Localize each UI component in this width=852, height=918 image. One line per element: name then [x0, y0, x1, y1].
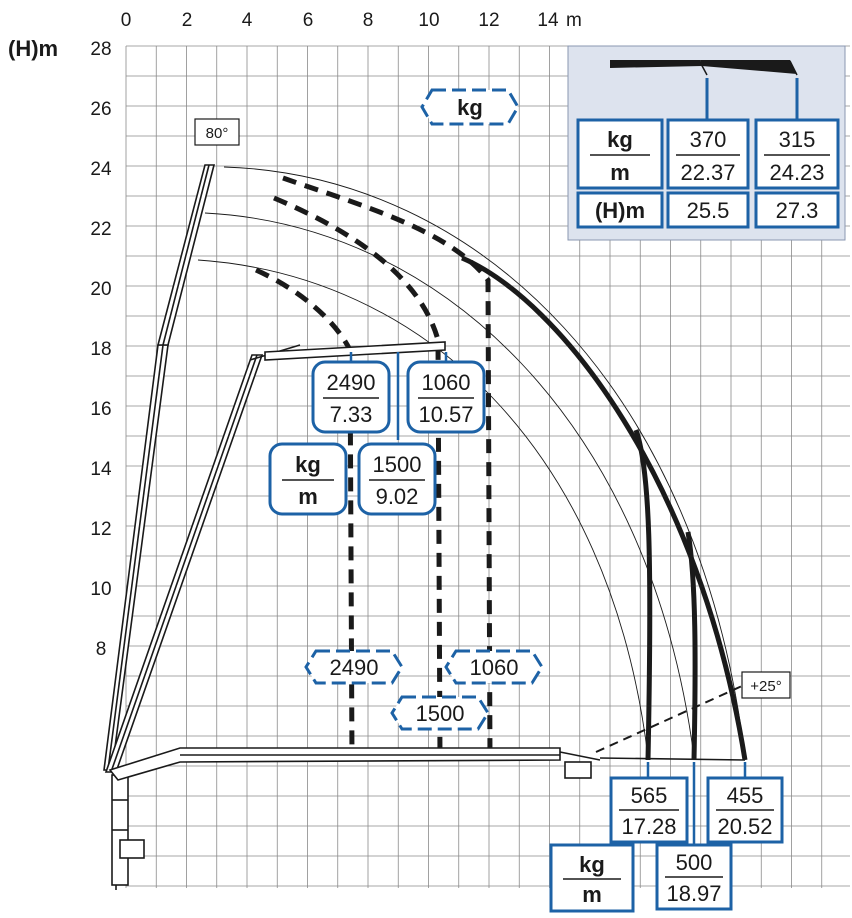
y-tick-18: 18	[90, 339, 111, 360]
vertical-1060-text: 1060	[470, 655, 519, 680]
vertical-label-1060: 1060	[444, 649, 544, 685]
y-tick-16: 16	[90, 399, 111, 420]
x-tick-2: 2	[182, 10, 193, 31]
x-axis-unit: m	[566, 10, 582, 31]
load-callout-2490: 2490 7.33	[311, 360, 391, 434]
inset-col2-m: 24.23	[769, 160, 824, 185]
curve-500	[685, 531, 698, 761]
kg-m-legend-bottom-m: m	[582, 882, 602, 907]
y-axis-unit: (H)m	[8, 36, 58, 61]
kg-m-legend-bottom: kg m	[549, 843, 635, 913]
kg-legend-text: kg	[457, 95, 483, 120]
solid-load-curves	[461, 255, 748, 761]
curve-1500	[273, 195, 443, 761]
x-tick-4: 4	[242, 10, 253, 31]
x-tick-12: 12	[478, 10, 499, 31]
y-tick-22: 22	[90, 219, 111, 240]
y-tick-26: 26	[90, 99, 111, 120]
inset-col1-m: 22.37	[680, 160, 735, 185]
kg-m-legend-m: m	[298, 484, 318, 509]
y-tick-10: 10	[90, 579, 111, 600]
crane-drawing	[103, 164, 746, 890]
y-tick-14: 14	[90, 459, 112, 480]
load-callout-500: 500 18.97	[655, 843, 733, 911]
callout-connectors	[349, 352, 747, 845]
inset-header-m: m	[610, 160, 630, 185]
reach-arc-outer	[223, 166, 746, 758]
load-1500-kg: 1500	[373, 452, 422, 477]
load-callout-1060: 1060 10.57	[406, 360, 486, 434]
curve-1060	[282, 175, 493, 761]
load-565-kg: 565	[631, 783, 668, 808]
x-tick-0: 0	[121, 10, 132, 31]
angle-25-line	[595, 685, 743, 753]
load-callout-1500: 1500 9.02	[357, 442, 437, 516]
x-tick-labels: 0 2 4 6 8 10 12 14	[121, 10, 559, 31]
load-callout-565: 565 17.28	[609, 776, 689, 844]
inset-boom-icon	[610, 60, 702, 68]
x-tick-14: 14	[537, 10, 559, 31]
y-tick-20: 20	[90, 279, 111, 300]
x-tick-8: 8	[363, 10, 374, 31]
curve-565	[633, 429, 653, 761]
reach-arc-middle	[204, 212, 695, 758]
curve-2490	[254, 267, 355, 761]
load-565-m: 17.28	[621, 814, 676, 839]
inset-col1-kg: 370	[690, 127, 727, 152]
vertical-label-1500: 1500	[390, 695, 490, 731]
x-tick-10: 10	[418, 10, 439, 31]
y-tick-labels: 8 10 12 14 16 18 20 22 24 26 28	[90, 39, 112, 660]
inset-header-kg: kg	[607, 127, 633, 152]
load-1060-kg: 1060	[422, 370, 471, 395]
kg-m-legend-bottom-kg: kg	[579, 852, 605, 877]
inset-col2-kg: 315	[779, 127, 816, 152]
load-500-m: 18.97	[666, 881, 721, 906]
y-tick-8: 8	[96, 639, 107, 660]
angle-80-text: 80°	[206, 125, 229, 142]
kg-m-legend-middle: kg m	[268, 442, 348, 516]
reach-arcs	[197, 166, 746, 758]
load-2490-m: 7.33	[330, 402, 373, 427]
load-455-kg: 455	[727, 783, 764, 808]
y-tick-28: 28	[90, 39, 111, 60]
load-500-kg: 500	[676, 850, 713, 875]
load-455-m: 20.52	[717, 814, 772, 839]
reach-arc-inner	[197, 259, 649, 758]
boom-horizontal	[108, 747, 561, 781]
load-1060-m: 10.57	[418, 402, 473, 427]
vertical-2490-text: 2490	[330, 655, 379, 680]
angle-25-note: +25°	[741, 671, 791, 699]
inset-height-header: (H)m	[595, 198, 645, 223]
x-tick-6: 6	[303, 10, 314, 31]
inset-panel: kg m 370 22.37 315 24.23 (H)m 25.5 27.3	[567, 45, 846, 241]
inset-col1-h: 25.5	[687, 198, 730, 223]
load-2490-kg: 2490	[327, 370, 376, 395]
load-1500-m: 9.02	[376, 484, 419, 509]
dashed-load-curves	[254, 175, 493, 761]
kg-legend: kg	[420, 88, 520, 126]
y-tick-12: 12	[90, 519, 111, 540]
load-callout-455: 455 20.52	[706, 776, 784, 844]
kg-m-legend-kg: kg	[295, 452, 321, 477]
y-tick-24: 24	[90, 159, 112, 180]
inset-col2-h: 27.3	[776, 198, 819, 223]
curve-outer-envelope	[461, 255, 748, 761]
angle-80-note: 80°	[194, 118, 240, 146]
vertical-label-2490: 2490	[304, 649, 404, 685]
vertical-1500-text: 1500	[416, 701, 465, 726]
angle-25-text: +25°	[750, 678, 781, 695]
